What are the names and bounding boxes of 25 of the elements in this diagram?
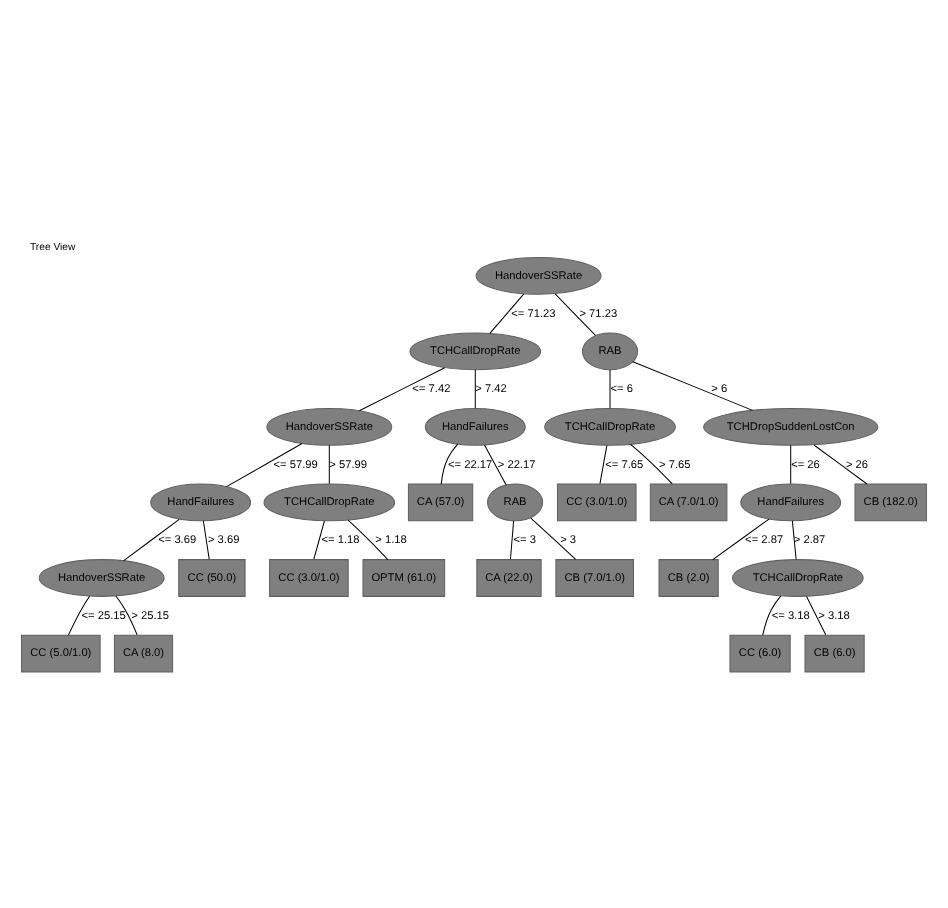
connector (791, 519, 797, 559)
connector (474, 368, 476, 408)
connector (530, 516, 577, 559)
connector (313, 519, 325, 559)
connector (630, 442, 673, 484)
connector (762, 594, 782, 635)
connector (328, 443, 330, 484)
connector (115, 594, 138, 635)
connector (632, 360, 754, 410)
connector (813, 443, 868, 484)
connector (790, 443, 792, 484)
connector (440, 442, 459, 484)
connector (484, 443, 507, 485)
connector (554, 292, 596, 335)
connector (347, 518, 389, 560)
connector (358, 366, 446, 411)
connector (806, 594, 827, 635)
connector (489, 292, 525, 333)
connector (509, 519, 515, 559)
connector (202, 519, 210, 559)
connector (712, 517, 770, 560)
connector (226, 442, 303, 487)
connector (123, 517, 180, 561)
connector (67, 594, 91, 635)
connector (599, 443, 608, 484)
